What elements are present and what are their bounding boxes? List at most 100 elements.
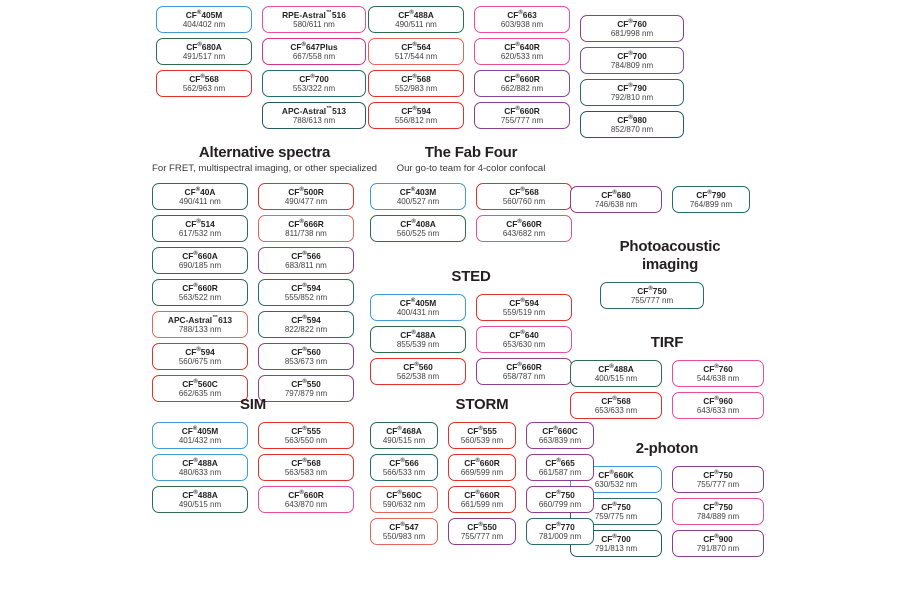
group-header: 2-photon bbox=[570, 440, 764, 458]
dye-wavelengths: 653/633 nm bbox=[594, 405, 638, 415]
dye-wavelengths: 811/738 nm bbox=[285, 228, 327, 238]
dye-name: CF®568 bbox=[401, 73, 431, 84]
dye-name: CF®555 bbox=[291, 425, 321, 436]
trademark-mark: ® bbox=[400, 457, 405, 464]
dye-wavelengths: 490/477 nm bbox=[284, 196, 328, 206]
dye-name: CF®555 bbox=[467, 425, 497, 436]
dye-name: CF®660R bbox=[464, 489, 500, 500]
dye-wavelengths: 556/812 nm bbox=[394, 115, 438, 125]
dye-wavelengths: 853/673 nm bbox=[284, 356, 328, 366]
trademark-mark: ® bbox=[648, 285, 653, 292]
dye-name: CF®760 bbox=[617, 18, 647, 29]
trademark-mark: ® bbox=[517, 218, 522, 225]
trademark-mark: ® bbox=[609, 363, 614, 370]
trademark-mark: ® bbox=[628, 18, 633, 25]
dye-wavelengths: 822/822 nm bbox=[284, 324, 328, 334]
dye-name: CF®488A bbox=[182, 489, 218, 500]
trademark-mark: ® bbox=[714, 533, 719, 540]
dye-name: CF®488A bbox=[182, 457, 218, 468]
dye-wavelengths: 653/630 nm bbox=[502, 339, 546, 349]
dye-name: CF®564 bbox=[401, 41, 431, 52]
group-title: TIRF bbox=[650, 334, 684, 351]
dye-name: CF®468A bbox=[386, 425, 422, 436]
group-title: Photoacoustic imaging bbox=[619, 238, 721, 273]
